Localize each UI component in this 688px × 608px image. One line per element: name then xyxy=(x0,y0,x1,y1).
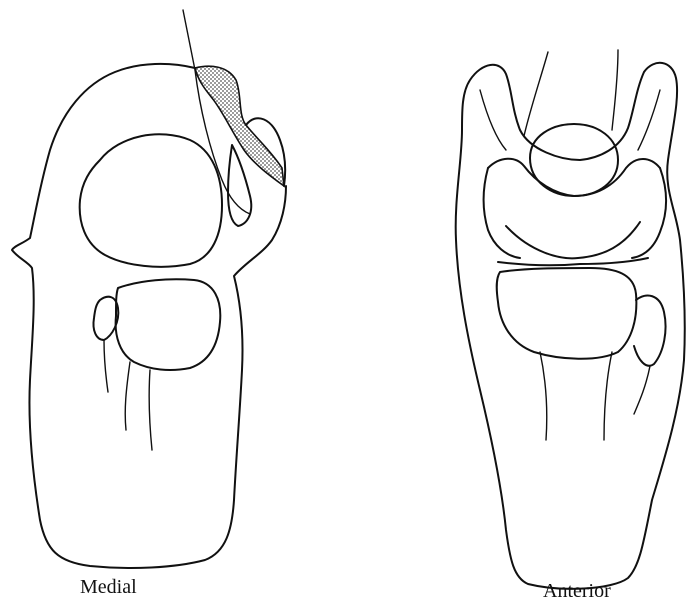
anterior-side-bump xyxy=(634,296,666,366)
anterior-socket xyxy=(488,159,660,196)
medial-view xyxy=(12,10,286,568)
anterior-shaft-line-2 xyxy=(604,352,612,440)
medial-small-notch xyxy=(228,145,251,226)
anterior-socket-left-wing xyxy=(484,168,521,258)
anterior-right-arm-inner xyxy=(638,90,660,150)
anterior-socket-right-wing xyxy=(632,168,666,258)
anterior-view xyxy=(456,50,685,589)
anterior-left-arm-inner xyxy=(480,90,506,150)
medial-view-label: Medial xyxy=(80,576,137,599)
medial-shaded-region xyxy=(195,66,284,186)
anterior-pointer-line-right xyxy=(612,50,618,130)
medial-shaft-line-2 xyxy=(149,370,152,450)
anterior-lower-block xyxy=(497,268,637,359)
anterior-outer-outline xyxy=(456,63,685,589)
medial-upper-fossa xyxy=(80,134,222,267)
medial-lower-condyle xyxy=(116,279,221,370)
anterior-shaft-line-1 xyxy=(540,352,547,440)
anterior-view-label: Anterior xyxy=(543,580,611,603)
medial-shaft-line-1 xyxy=(125,362,130,430)
medial-side-bump xyxy=(93,297,118,340)
anterior-socket-lower-rim xyxy=(506,222,640,258)
anterior-shaft-line-3 xyxy=(634,366,650,414)
anterior-pointer-line-left xyxy=(524,52,548,136)
medial-pointer-line xyxy=(183,10,195,70)
medial-shaft-line-3 xyxy=(104,340,108,392)
